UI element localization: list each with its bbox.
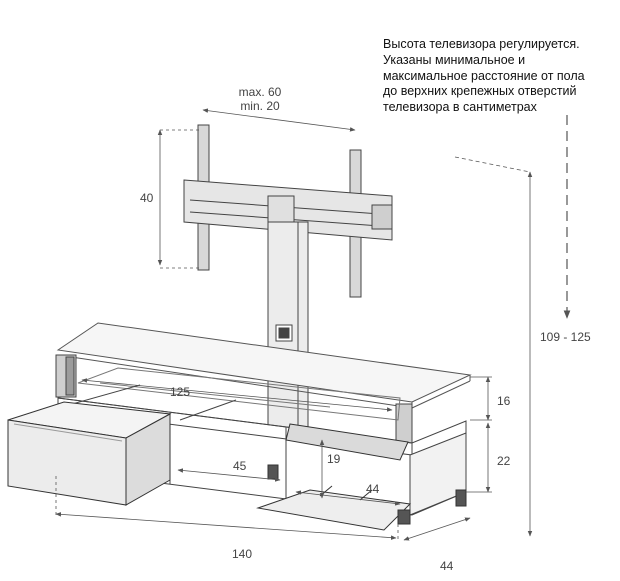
dimension-lines (55, 108, 571, 542)
tv-bracket (183, 124, 393, 298)
label-vesa-min: min. 20 (240, 99, 280, 113)
label-bracket-height: 40 (140, 191, 154, 205)
label-tv-height-range: 109 - 125 (540, 330, 591, 344)
label-vesa-max: max. 60 (239, 85, 282, 99)
note-line-4: до верхних крепежных отверстий (383, 84, 577, 99)
tv-height-note: Высота телевизора регулируется. Указаны … (383, 37, 619, 116)
label-shelf-width: 125 (170, 385, 190, 399)
glass-top-shelf (56, 322, 472, 409)
label-drawer-width: 44 (366, 482, 380, 496)
label-niche-height: 19 (327, 452, 341, 466)
note-line-5: телевизора в сантиметрах (383, 100, 537, 115)
note-line-3: максимальное расстояние от пола (383, 68, 585, 83)
note-line-2: Указаны минимальное и (383, 52, 526, 67)
label-niche-width: 45 (233, 459, 247, 473)
label-total-width: 140 (232, 547, 252, 561)
label-depth: 44 (440, 559, 454, 573)
dimension-labels: max. 60 min. 20 40 109 - 125 125 16 22 4… (140, 85, 591, 573)
label-lower-height: 22 (497, 454, 511, 468)
note-line-1: Высота телевизора регулируется. (383, 37, 580, 51)
label-upper-height: 16 (497, 394, 511, 408)
left-drawer (7, 401, 172, 506)
corner-posts (55, 354, 413, 447)
